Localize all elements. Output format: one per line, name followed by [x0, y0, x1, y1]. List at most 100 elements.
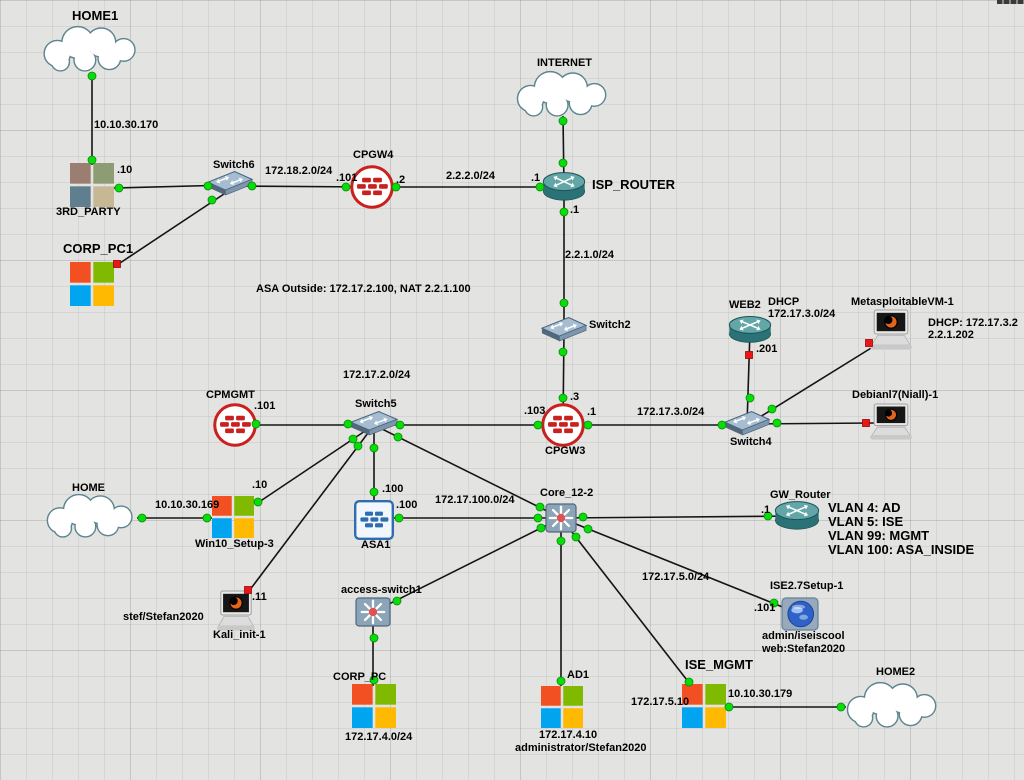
node-access-switch1-label[interactable]: access-switch1	[341, 584, 422, 596]
note-label[interactable]: .2	[396, 174, 406, 186]
node-metasploitablevm-1-icon[interactable]	[870, 309, 912, 350]
note-label[interactable]: web:Stefan2020	[762, 643, 846, 655]
node-home-icon[interactable]	[46, 493, 133, 538]
note-label[interactable]: .3	[570, 391, 580, 403]
node-gw-router-label[interactable]: GW_Router	[770, 489, 831, 501]
node-win10-setup-3-label[interactable]: Win10_Setup-3	[195, 538, 274, 550]
note-label[interactable]: .101	[754, 602, 776, 614]
node-home2-label[interactable]: HOME2	[876, 666, 916, 678]
note-label[interactable]: VLAN 99: MGMT	[828, 528, 930, 543]
note-label[interactable]: 172.17.100.0/24	[435, 494, 515, 506]
node-third-party-icon[interactable]	[70, 163, 114, 207]
node-switch2-icon[interactable]	[540, 317, 588, 342]
node-corp-pc1-label[interactable]: CORP_PC1	[63, 241, 134, 256]
node-web2-label[interactable]: WEB2	[729, 299, 761, 311]
node-ad1-icon[interactable]	[541, 686, 583, 728]
note-label[interactable]: 10.10.30.169	[155, 499, 220, 511]
note-label[interactable]: 10.10.30.179	[728, 688, 793, 700]
note-label[interactable]: .101	[254, 400, 276, 412]
note-label[interactable]: .201	[756, 343, 778, 355]
note-label[interactable]: 172.18.2.0/24	[265, 165, 333, 177]
link-core-isemgmt[interactable]	[560, 517, 691, 685]
note-label[interactable]: ASA Outside: 172.17.2.100, NAT 2.2.1.100	[256, 283, 471, 295]
note-label[interactable]: VLAN 4: AD	[828, 500, 901, 515]
note-label[interactable]: VLAN 100: ASA_INSIDE	[828, 542, 975, 557]
node-kali-init-1-icon[interactable]	[217, 590, 255, 631]
note-label[interactable]: 172.17.5.10	[631, 696, 690, 708]
node-switch6-icon[interactable]	[206, 171, 254, 196]
node-third-party-label[interactable]: 3RD_PARTY	[56, 206, 121, 218]
note-label[interactable]: 172.17.2.0/24	[343, 369, 411, 381]
node-isp-router-label[interactable]: ISP_ROUTER	[592, 177, 676, 192]
node-cpgw3-icon[interactable]	[541, 403, 585, 447]
node-asa1-label[interactable]: ASA1	[361, 539, 391, 551]
node-debian7-niall-1-label[interactable]: Debianl7(Niall)-1	[852, 389, 939, 401]
node-metasploitablevm-1-label[interactable]: MetasploitableVM-1	[851, 296, 954, 308]
note-label[interactable]: 172.17.3.0/24	[768, 308, 836, 320]
note-label[interactable]: .1	[570, 204, 580, 216]
note-label[interactable]: 2.2.1.202	[928, 329, 974, 341]
node-cpgw3-label[interactable]: CPGW3	[545, 445, 586, 457]
node-switch4-icon[interactable]	[723, 411, 771, 436]
node-home-label[interactable]: HOME	[72, 482, 105, 494]
node-cpmgmt-icon[interactable]	[213, 403, 257, 447]
node-home1-label[interactable]: HOME1	[72, 8, 119, 23]
node-internet-label[interactable]: INTERNET	[537, 57, 592, 69]
node-switch6-label[interactable]: Switch6	[213, 159, 255, 171]
note-label[interactable]: .100	[382, 483, 404, 495]
node-corp-pc-icon[interactable]	[352, 684, 396, 728]
node-isp-router-icon[interactable]	[542, 172, 586, 201]
note-label[interactable]: 2.2.2.0/24	[446, 170, 495, 182]
note-label[interactable]: .101	[336, 172, 358, 184]
node-core-12-2-icon[interactable]	[545, 503, 577, 533]
node-cpmgmt-label[interactable]: CPMGMT	[206, 389, 255, 401]
node-home2-icon[interactable]	[846, 681, 937, 728]
node-kali-init-1-label[interactable]: Kali_init-1	[213, 629, 266, 641]
node-corp-pc1-icon[interactable]	[70, 262, 114, 306]
note-label[interactable]: stef/Stefan2020	[123, 611, 204, 623]
link-switch5-kali[interactable]	[248, 424, 375, 592]
note-label[interactable]: admin/iseiscool	[762, 630, 845, 642]
link-switch4-metasploitable[interactable]	[746, 344, 877, 426]
note-label[interactable]: VLAN 5: ISE	[828, 514, 904, 529]
node-ise27setup-1-icon[interactable]	[781, 597, 819, 631]
note-label[interactable]: 172.17.5.0/24	[642, 571, 710, 583]
node-access-switch1-icon[interactable]	[355, 597, 391, 627]
node-debian7-niall-1-icon[interactable]	[870, 403, 912, 440]
node-ise-mgmt-icon[interactable]	[682, 684, 726, 728]
note-label[interactable]: .103	[524, 405, 546, 417]
node-ise27setup-1-label[interactable]: ISE2.7Setup-1	[770, 580, 844, 592]
link-core-accessswitch1[interactable]	[372, 517, 562, 613]
node-switch4-label[interactable]: Switch4	[730, 436, 772, 448]
note-label[interactable]: DHCP: 172.17.3.2	[928, 317, 1018, 329]
node-internet-icon[interactable]	[516, 70, 607, 117]
note-label[interactable]: .1	[587, 406, 597, 418]
note-label[interactable]: administrator/Stefan2020	[515, 742, 647, 754]
node-switch5-label[interactable]: Switch5	[355, 398, 397, 410]
node-core-12-2-label[interactable]: Core_12-2	[540, 487, 594, 499]
link-web2-switch4[interactable]	[746, 329, 751, 426]
node-asa1-icon[interactable]	[354, 500, 394, 540]
node-cpgw4-label[interactable]: CPGW4	[353, 149, 394, 161]
node-switch2-label[interactable]: Switch2	[589, 319, 631, 331]
note-label[interactable]: 172.17.3.0/24	[637, 406, 705, 418]
note-label[interactable]: 172.17.4.10	[539, 729, 598, 741]
node-home1-icon[interactable]	[43, 25, 136, 72]
note-label[interactable]: .10	[117, 164, 133, 176]
node-win10-setup-3-icon[interactable]	[212, 496, 254, 538]
link-switch5-core[interactable]	[373, 424, 562, 519]
link-core-ise27[interactable]	[560, 517, 801, 615]
note-label[interactable]: .10	[252, 479, 268, 491]
node-ise-mgmt-label[interactable]: ISE_MGMT	[685, 657, 753, 672]
node-web2-icon[interactable]	[728, 316, 772, 343]
note-label[interactable]: .1	[761, 504, 771, 516]
node-ad1-label[interactable]: AD1	[567, 669, 590, 681]
node-switch5-icon[interactable]	[349, 411, 399, 436]
note-label[interactable]: .1	[531, 172, 541, 184]
note-label[interactable]: .100	[396, 499, 418, 511]
link-core-gwrouter[interactable]	[560, 515, 798, 519]
note-label[interactable]: 2.2.1.0/24	[565, 249, 614, 261]
note-label[interactable]: 10.10.30.170	[94, 119, 159, 131]
note-label[interactable]: .11	[252, 591, 267, 603]
